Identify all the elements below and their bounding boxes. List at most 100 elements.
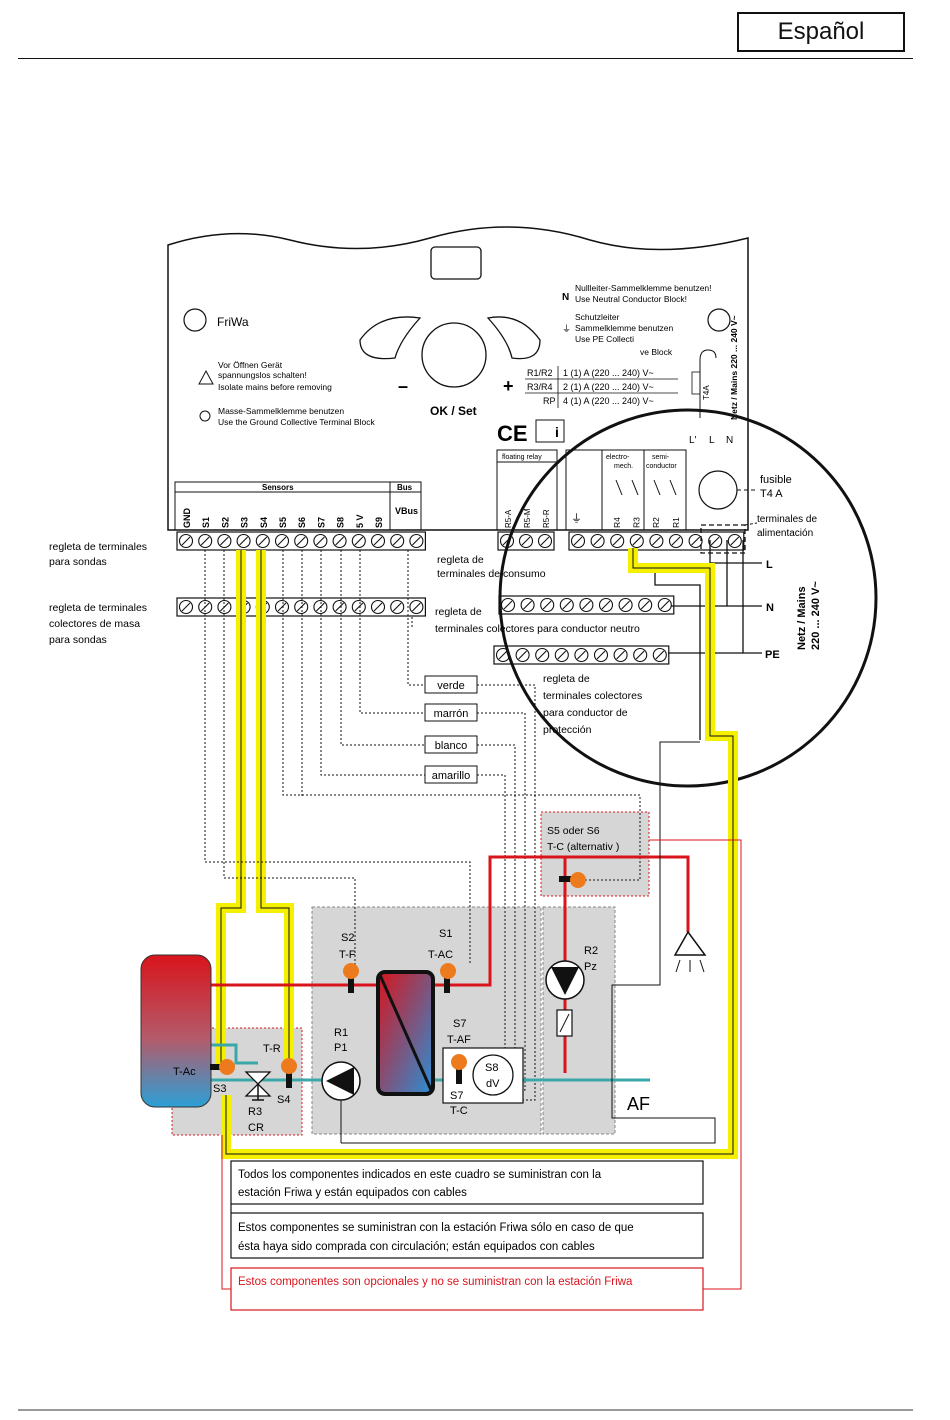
wire-tag-label: blanco — [435, 740, 467, 752]
left-button — [359, 316, 422, 360]
wire-tag-label: amarillo — [432, 770, 471, 782]
r3-label: R3 — [248, 1106, 262, 1118]
legend-text: Estos componentes se suministran con la … — [238, 1222, 634, 1234]
plus-label: + — [503, 376, 514, 396]
wire-tag — [424, 675, 478, 694]
warning-en: Isolate mains before removing — [218, 382, 332, 392]
pe-arrow-icon: ⏚ — [562, 324, 571, 334]
info-icon: i — [555, 424, 559, 440]
fuse-holder — [698, 470, 738, 510]
consumo-label-1: regleta de — [437, 554, 484, 566]
minus-label: – — [398, 376, 408, 396]
sensor-s3-dot — [219, 1059, 235, 1075]
manual-icon — [535, 419, 565, 443]
language-label: Español — [737, 12, 905, 52]
masa-label-2: colectores de masa — [49, 618, 140, 630]
sensor-s5-dot — [570, 872, 586, 888]
sensor-terminal-label: S5 — [278, 517, 288, 528]
pe-de-1: Schutzleiter — [575, 312, 620, 322]
relay-block — [565, 449, 687, 531]
sensor-terminal-label: GND — [182, 508, 192, 529]
dv-label: dV — [486, 1078, 500, 1090]
taf-label: T-AF — [447, 1034, 471, 1046]
ground-de: Masse-Sammelklemme benutzen — [218, 406, 344, 416]
circulation-box — [542, 906, 616, 1135]
sensor-block — [174, 481, 422, 531]
pe-en-1: Use PE Collecti — [575, 334, 634, 344]
tr-label: T-R — [263, 1043, 281, 1055]
mount-hole-left — [183, 308, 207, 332]
display-window — [430, 246, 482, 280]
l-line-label: L — [766, 559, 773, 571]
neutral-collector-strip — [498, 595, 675, 615]
bus-header: Bus — [397, 483, 413, 492]
wire-tag — [424, 735, 478, 754]
pump-wire — [341, 741, 716, 1144]
sensor-terminal-label: S1 — [201, 517, 211, 528]
pe-collector-strip — [493, 645, 670, 665]
wire-tag — [424, 703, 478, 722]
wire-tag — [424, 765, 478, 784]
s2-label: S2 — [341, 932, 354, 944]
s7a-label: S7 — [453, 1018, 466, 1030]
legend-text: ésta haya sido comprada con circulación;… — [238, 1241, 595, 1253]
legend-text: estación Friwa y están equipados con cab… — [238, 1187, 467, 1199]
sensor-terminal-strip — [176, 531, 426, 551]
neutral-de: Nullleiter-Sammelklemme benutzen! — [575, 283, 712, 293]
sensors-header: Sensors — [262, 483, 294, 492]
prot-label-2: terminales colectores — [543, 690, 642, 702]
floating-relay-block — [496, 449, 558, 531]
sensor-terminal-label: 5 V — [355, 514, 365, 528]
sensor-terminal-label: S2 — [220, 517, 230, 528]
top-rule — [18, 58, 913, 59]
neutral-en: Use Neutral Conductor Block! — [575, 294, 687, 304]
tac-label: T-AC — [428, 949, 453, 961]
neutro-label-2: terminales colectores para conductor neu… — [435, 623, 640, 635]
electro-label: electro-mech. — [606, 454, 633, 470]
pump-p1-arrow-icon — [326, 1067, 354, 1095]
consumer-terminal-strip — [497, 531, 555, 551]
relay-row-spec: 1 (1) A (220 ... 240) V~ — [563, 368, 654, 378]
s4-label: S4 — [277, 1094, 290, 1106]
consumo-label-2: terminales de consumo — [437, 568, 546, 580]
legend-text: Todos los componentes indicados en este … — [238, 1169, 602, 1181]
relay-ratings: R1/R2 1 (1) A (220 ... 240) V~ R3/R4 2 (… — [525, 366, 678, 408]
ground-en: Use the Ground Collective Terminal Block — [218, 417, 375, 427]
legend-box-optional — [230, 1267, 704, 1311]
fusible-label: fusible — [760, 474, 792, 486]
mains-vertical: Netz / Mains 220 ... 240 V~ — [729, 315, 739, 420]
valve-actuator-icon — [252, 1084, 264, 1101]
relay-row-name: RP — [543, 396, 556, 406]
fuse-hook — [699, 349, 717, 418]
zoom-circle — [498, 408, 878, 788]
fusible-value: T4 A — [760, 488, 783, 500]
float-terminal-label: R5-A — [504, 509, 513, 528]
s7b-label: S7 — [450, 1090, 463, 1102]
float-terminal-label: R5-M — [523, 508, 532, 528]
pz-label: Pz — [584, 961, 597, 973]
s5s6-label-2: T-C (alternativ ) — [547, 841, 619, 853]
legend-box-circulation — [230, 1212, 704, 1259]
sensor-s7-dot — [451, 1054, 467, 1070]
s5s6-label-1: S5 oder S6 — [547, 825, 600, 837]
legend: Todos los componentes indicados en este … — [221, 839, 742, 1311]
controller-housing — [167, 226, 749, 531]
sensor-s2-dot — [343, 963, 359, 979]
bottom-rule — [18, 1409, 913, 1411]
p1-label: P1 — [334, 1042, 347, 1054]
terminales-alim-2: alimentación — [757, 528, 813, 539]
tc-label: T-C — [450, 1105, 468, 1117]
shower-icon — [673, 930, 707, 956]
sensor-terminal-label: S6 — [297, 517, 307, 528]
highlight-wires — [216, 548, 738, 1159]
n-line-label: N — [766, 602, 774, 614]
fuse-small: T4A — [702, 385, 711, 400]
masa-label-1: regleta de terminales — [49, 602, 147, 614]
wire-tag-label: marrón — [434, 708, 469, 720]
relay-terminal-label: R2 — [651, 517, 661, 528]
